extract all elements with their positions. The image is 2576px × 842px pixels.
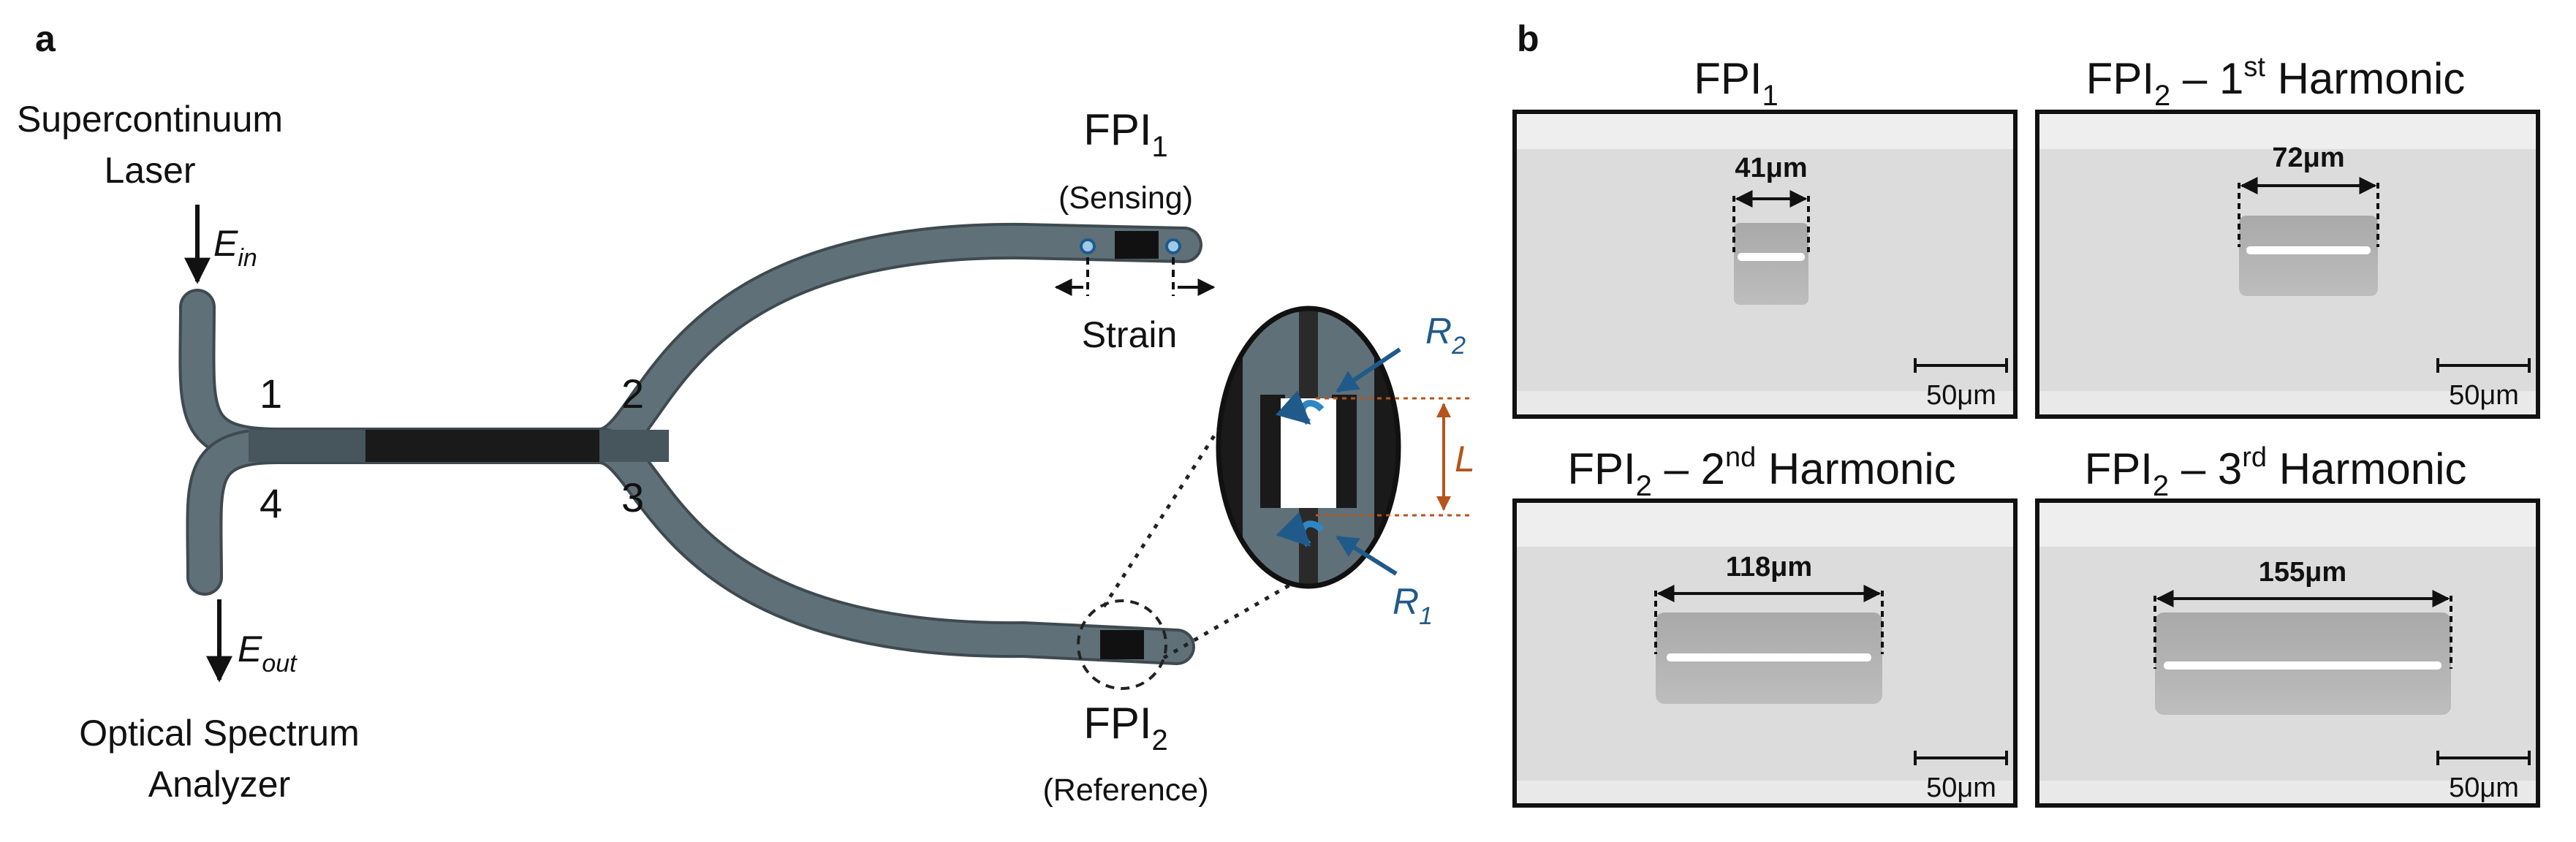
port-2-label: 2 xyxy=(621,371,644,417)
r1-label: R1 xyxy=(1393,581,1433,630)
r2-pointer xyxy=(1336,347,1401,393)
fpi2-zoom-circle xyxy=(1077,599,1167,690)
measure-1: 41μm xyxy=(1735,153,1807,183)
micrograph-fpi2-h3: FPI2 – 3rd Harmonic 155μm 50μm xyxy=(2035,442,2540,808)
fpi1-mount-left xyxy=(1080,238,1096,254)
zoom-line-upper xyxy=(1102,415,1229,608)
scale-bar-1: 50μm xyxy=(1926,380,1996,411)
r1-pointer xyxy=(1336,535,1398,576)
panel-b-letter: b xyxy=(1517,18,1539,59)
measure-4: 155μm xyxy=(2259,557,2346,588)
port-1-label: 1 xyxy=(260,371,282,417)
reflection-r1-icon xyxy=(1276,512,1325,547)
source-label-line1: Supercontinuum xyxy=(17,99,283,140)
fpi1-role: (Sensing) xyxy=(1058,181,1193,216)
scale-bar-4: 50μm xyxy=(2449,773,2519,803)
coupler-fused-section xyxy=(365,430,599,462)
r2-label: R2 xyxy=(1425,311,1466,360)
fpi2-label: FPI2 xyxy=(1083,699,1168,756)
fiber-coupler xyxy=(178,222,1202,665)
micrograph-fpi2-h1: FPI2 – 1st Harmonic 72μm 50μm xyxy=(2035,52,2540,419)
fiber-lower-arm xyxy=(189,431,1192,662)
port-3-label: 3 xyxy=(621,474,644,520)
reflection-r2-icon xyxy=(1275,390,1325,425)
strain-label: Strain xyxy=(1082,314,1178,355)
source-label-line2: Laser xyxy=(104,150,195,191)
e-out-label: Eout xyxy=(238,629,298,678)
micrograph-fpi1: FPI1 41μm 50μm xyxy=(1512,54,2018,419)
fpi1-mount-right xyxy=(1165,238,1181,254)
scale-bar-3: 50μm xyxy=(1926,773,1996,803)
fpi2-role: (Reference) xyxy=(1042,773,1208,808)
micrograph-2-title: FPI2 – 1st Harmonic xyxy=(2086,52,2466,112)
micrograph-3-title: FPI2 – 2nd Harmonic xyxy=(1567,442,1955,502)
cavity-2 xyxy=(2239,216,2378,296)
fiber-upper-arm xyxy=(181,225,1200,461)
micrograph-1-title: FPI1 xyxy=(1694,54,1778,112)
analyzer-label-line1: Optical Spectrum xyxy=(79,713,359,754)
fpi1-label: FPI1 xyxy=(1083,105,1168,163)
fpi1-cavity xyxy=(1115,231,1159,259)
measure-2: 72μm xyxy=(2272,143,2344,173)
micrograph-4-title: FPI2 – 3rd Harmonic xyxy=(2085,442,2467,502)
scale-bar-2: 50μm xyxy=(2449,380,2519,411)
port-4-label: 4 xyxy=(260,480,282,526)
length-label: L xyxy=(1455,439,1475,479)
analyzer-label-line2: Analyzer xyxy=(148,764,291,805)
measure-3: 118μm xyxy=(1726,552,1812,583)
fpi-inset xyxy=(1216,306,1401,589)
cavity-1 xyxy=(1734,223,1808,305)
panel-a-letter: a xyxy=(35,18,56,59)
fpi2-cavity xyxy=(1100,630,1144,659)
e-in-label: Ein xyxy=(213,223,257,272)
micrograph-fpi2-h2: FPI2 – 2nd Harmonic 118μm 50μm xyxy=(1512,442,2018,808)
zoom-line-lower xyxy=(1162,583,1292,660)
